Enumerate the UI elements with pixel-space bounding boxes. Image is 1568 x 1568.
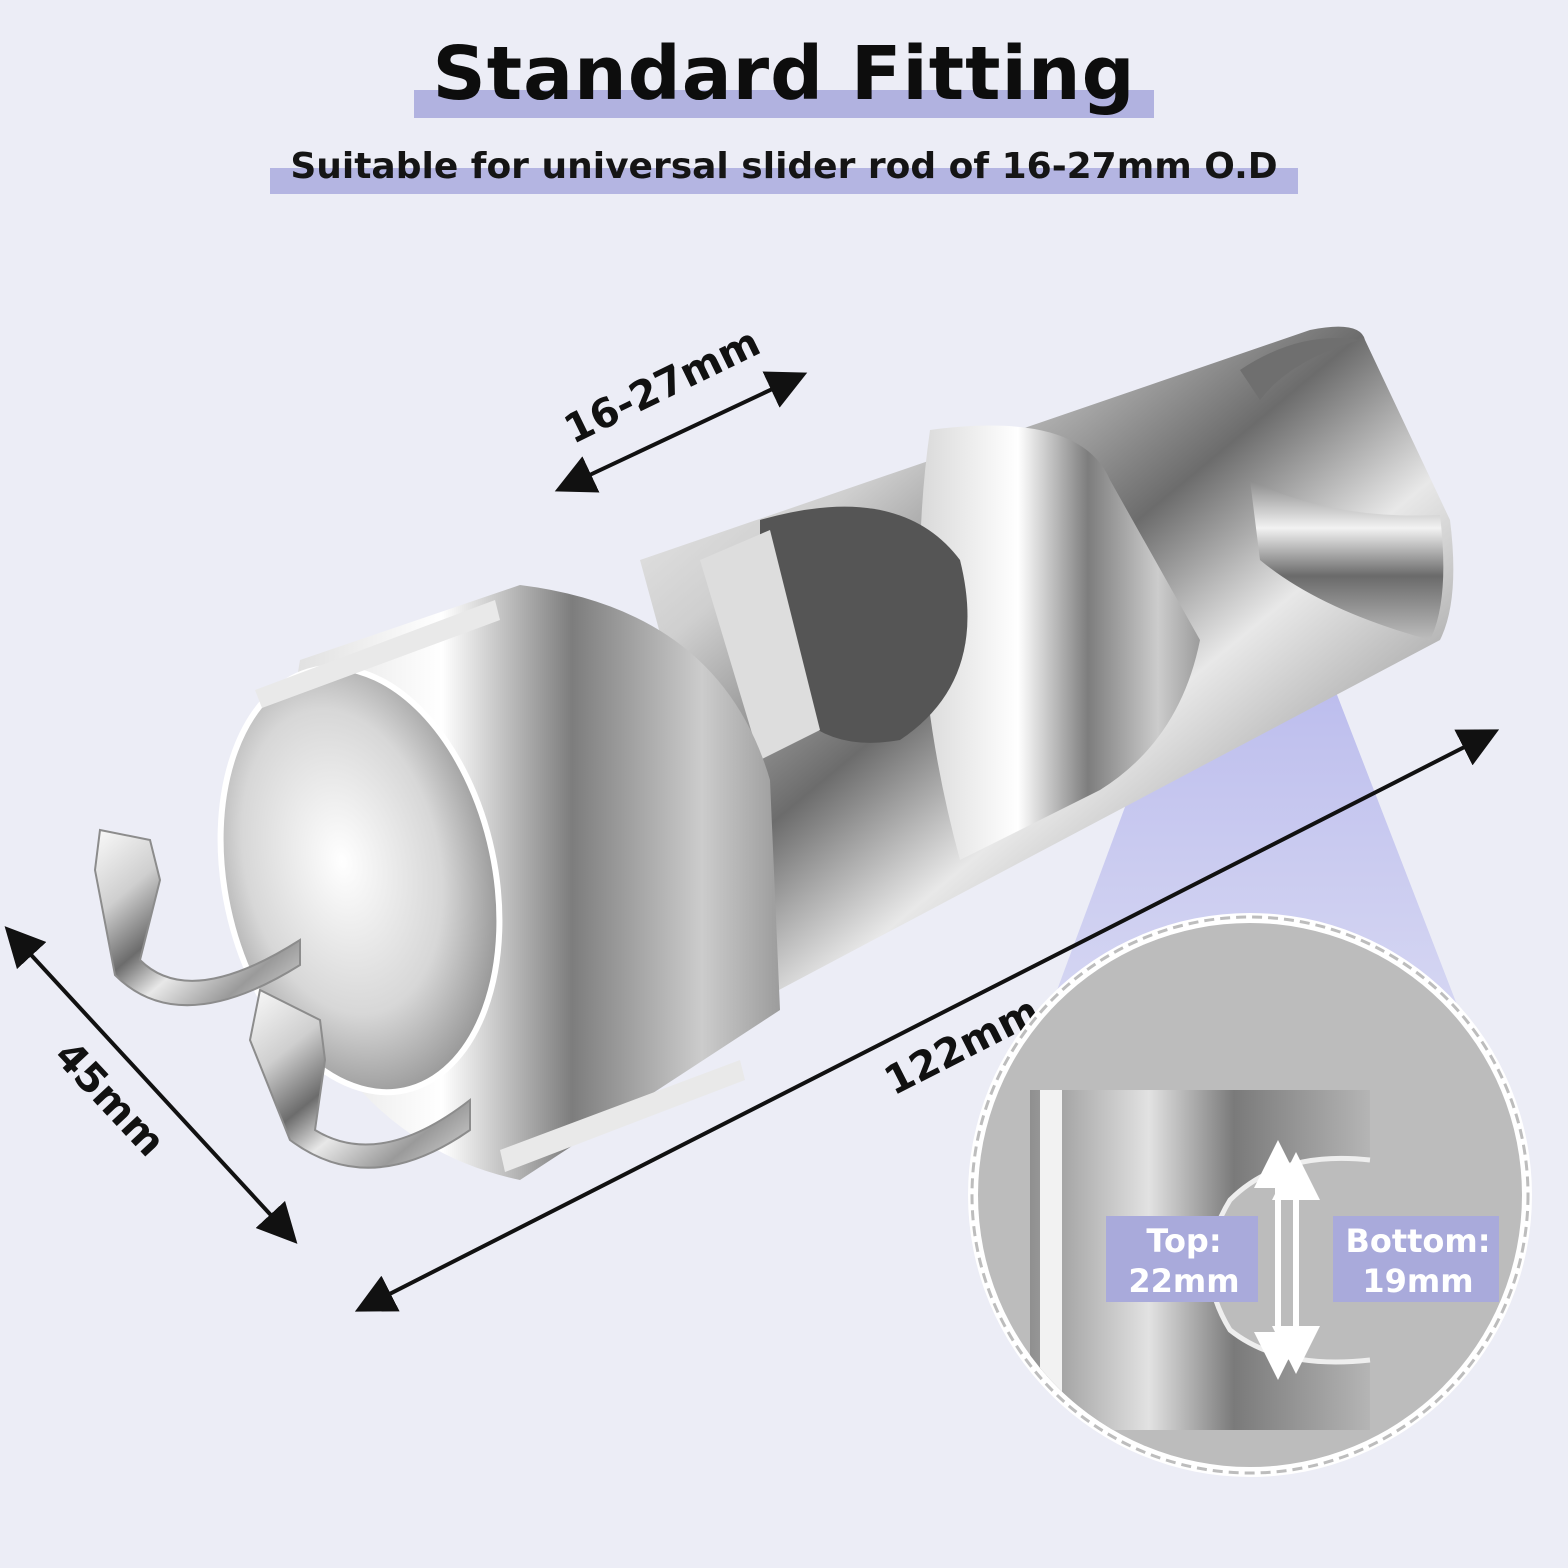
height-label: 45mm (45, 1033, 173, 1166)
bottom-label: Bottom: (1345, 1222, 1490, 1260)
title-container: Standard Fitting (0, 24, 1568, 124)
bottom-label-box (1333, 1216, 1499, 1302)
top-value: 22mm (1128, 1262, 1239, 1300)
zoom-detail: Top: 22mm Bottom: 19mm (968, 913, 1532, 1477)
page-title: Standard Fitting (414, 24, 1154, 124)
top-label-box (1106, 1216, 1258, 1302)
height-arrow (4, 926, 298, 1244)
length-arrow (354, 729, 1500, 1312)
top-label: Top: (1146, 1222, 1221, 1260)
rod-range-label: 16-27mm (557, 319, 767, 453)
rod-range-arrow (554, 371, 808, 493)
bottom-value: 19mm (1362, 1262, 1473, 1300)
subtitle-container: Suitable for universal slider rod of 16-… (0, 140, 1568, 194)
page-subtitle: Suitable for universal slider rod of 16-… (270, 140, 1298, 194)
